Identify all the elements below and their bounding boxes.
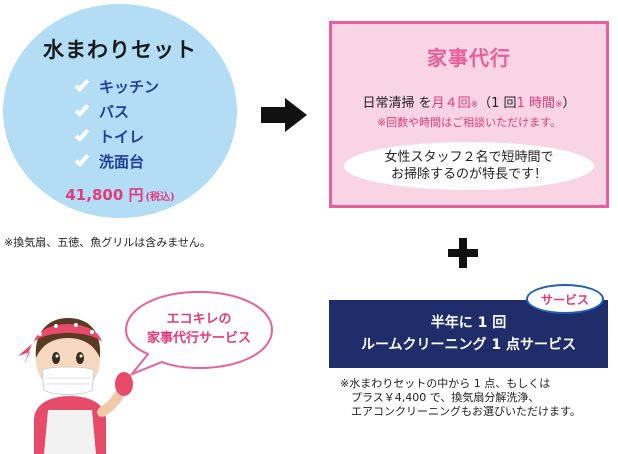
housekeeping-frequency: 日常清掃 を月４回※（1 回1 時間※） [332,92,606,111]
water-set-title: 水まわりセット [43,38,197,62]
housekeeping-feature-oval: 女性スタッフ２名で短時間で お掃除するのが特長です！ [344,142,594,190]
price-tax-note: (税込) [145,192,175,203]
freq-hours: 1 時間 [516,96,555,111]
check-icon [74,76,90,92]
speech-bubble: エコキレの 家事代行サービス [122,288,276,376]
feature-line: お掃除するのが特長です！ [390,167,547,182]
water-set-circle: 水まわりセット キッチン バス トイレ 洗面台 41,800 円(税込) [3,4,237,218]
freq-paren-open: （1 回 [478,96,517,111]
housekeeping-sub-note: ※回数や時間はご相談いただけます。 [376,116,562,129]
housekeeping-box: 家事代行 日常清掃 を月４回※（1 回1 時間※） ※回数や時間はご相談いただけ… [329,21,609,208]
checklist-label: キッチン [99,78,160,96]
checklist-label: バス [99,103,130,121]
note-line: プラス￥4,400 で、換気扇分解洗浄、 [351,391,540,404]
note-line: ※水まわりセットの中から 1 点、もしくは [340,377,551,390]
room-service-note: ※水まわりセットの中から 1 点、もしくは プラス￥4,400 で、換気扇分解洗… [340,377,581,419]
room-service-line: 半年に 1 回 [430,315,507,331]
water-set-note: ※換気扇、五徳、魚グリルは含みません。 [4,236,211,249]
note-line: エアコンクリーニングもお選びいただけます。 [351,405,581,418]
feature-line: 女性スタッフ２名で短時間で [384,150,554,165]
speech-bubble-shape [124,290,274,376]
list-item: キッチン [74,74,160,99]
bubble-line: 家事代行サービス [146,331,251,346]
checklist-label: トイレ [99,128,145,146]
check-icon [74,151,90,167]
water-set-price: 41,800 円(税込) [3,184,237,205]
list-item: バス [74,99,159,124]
room-service-line: ルームクリーニング 1 点サービス [360,337,577,353]
speech-bubble-text: エコキレの 家事代行サービス [122,310,276,348]
freq-count: 月４回 [431,96,471,111]
freq-mark: ※ [470,100,479,110]
price-amount: 41,800 円 [65,186,144,204]
plus-icon [448,238,478,268]
freq-prefix: 日常清掃 を [362,96,432,111]
housekeeping-title: 家事代行 [427,46,511,70]
bubble-line: エコキレの [166,312,232,327]
freq-hours-mark: ※ [554,100,563,110]
water-set-checklist: キッチン バス トイレ 洗面台 [74,74,160,174]
cleaning-staff-illustration [10,300,140,454]
list-item: トイレ [74,124,159,149]
service-badge: サービス [526,284,604,314]
right-arrow-icon [261,98,309,132]
check-icon [74,101,90,117]
freq-paren-close: ） [562,96,576,111]
list-item: 洗面台 [74,149,159,174]
checklist-label: 洗面台 [99,153,145,171]
check-icon [74,126,90,142]
